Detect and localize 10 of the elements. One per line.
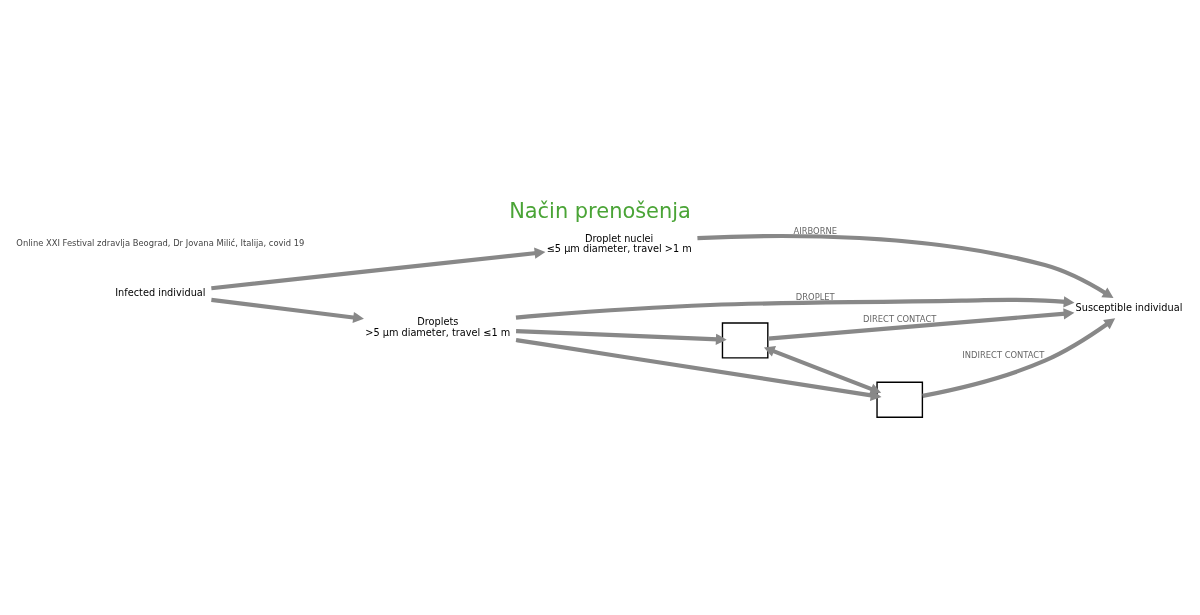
- edge-label: AIRBORNE: [793, 225, 838, 236]
- node-text: Susceptible individual: [1075, 301, 1183, 313]
- diagram-title: Način prenošenja: [509, 198, 691, 223]
- edge-label: INDIRECT CONTACT: [962, 349, 1045, 360]
- node-text: Infected individual: [115, 286, 206, 298]
- node-text: Droplet nuclei ≤5 μm diameter, travel >1 m: [546, 232, 692, 254]
- label: Online XXI Festival zdravlja Beograd, Dr Jovana Milić, Italija, covid 19: [16, 237, 305, 248]
- edge-label: DIRECT CONTACT: [863, 313, 937, 324]
- edge-label: DROPLET: [795, 291, 835, 302]
- node-text: Droplets >5 μm diameter, travel ≤1 m: [365, 315, 511, 338]
